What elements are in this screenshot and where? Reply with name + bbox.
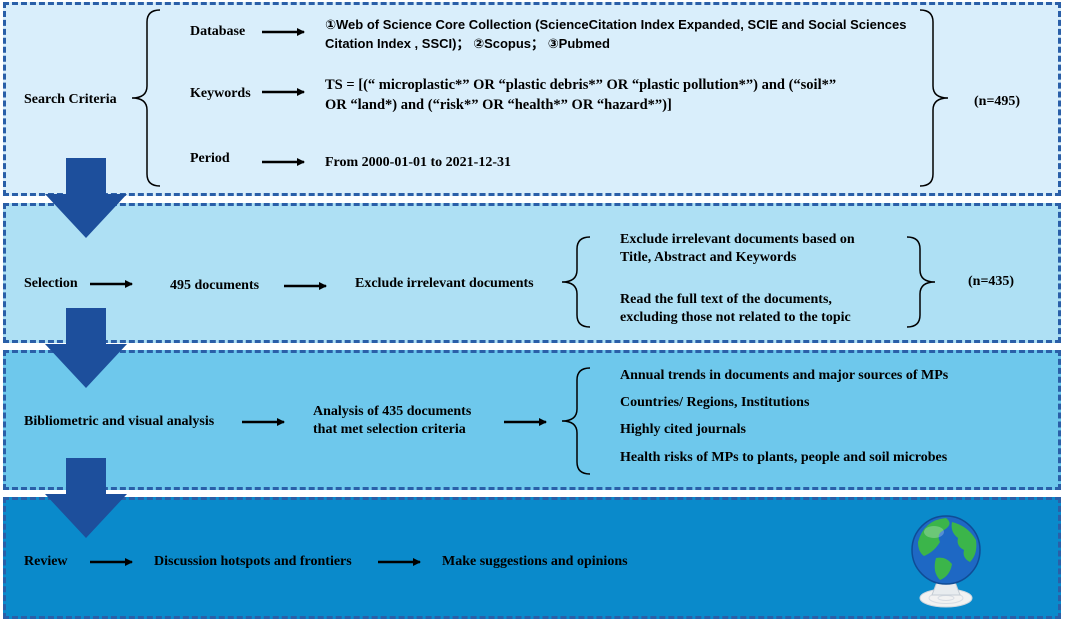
search-count: (n=495) — [974, 94, 1021, 109]
analysis-item: Annual trends in documents and major sou… — [620, 368, 949, 383]
database-line-2: Citation Index , SSCI)； ②Scopus； ③Pubmed — [325, 36, 610, 51]
globe-icon — [911, 515, 981, 608]
selection-count: (n=435) — [968, 274, 1015, 289]
analysis-label: Bibliometric and visual analysis — [24, 414, 215, 429]
keywords-line-1: TS = [(“ microplastic*” OR “plastic debr… — [325, 77, 837, 93]
down-arrow-3 — [45, 458, 127, 538]
criteria-1-line-2: Title, Abstract and Keywords — [620, 250, 797, 265]
keywords-line-2: OR “land*) and (“risk*” OR “health*” OR … — [325, 97, 672, 113]
down-arrow-2 — [45, 308, 127, 388]
criteria-1-line-1: Exclude irrelevant documents based on — [620, 232, 855, 247]
search-criteria-panel — [3, 2, 1061, 196]
criteria-2-line-1: Read the full text of the documents, — [620, 292, 832, 307]
analysis-item: Countries/ Regions, Institutions — [620, 395, 810, 410]
review-step-2: Make suggestions and opinions — [442, 554, 628, 569]
analysis-panel — [3, 350, 1061, 490]
review-step-1: Discussion hotspots and frontiers — [154, 554, 352, 569]
period-value: From 2000-01-01 to 2021-12-31 — [325, 155, 511, 170]
analysis-docs-line-1: Analysis of 435 documents — [313, 404, 472, 419]
keywords-label: Keywords — [190, 86, 251, 101]
analysis-docs-line-2: that met selection criteria — [313, 422, 466, 437]
selection-docs: 495 documents — [170, 278, 260, 293]
database-line-1: ①Web of Science Core Collection (Science… — [325, 17, 907, 32]
selection-exclude: Exclude irrelevant documents — [355, 276, 534, 291]
analysis-item: Highly cited journals — [620, 422, 747, 437]
selection-label: Selection — [24, 276, 78, 291]
review-label: Review — [24, 554, 68, 569]
period-label: Period — [190, 151, 230, 166]
database-label: Database — [190, 24, 246, 39]
selection-panel — [3, 203, 1061, 343]
down-arrow-1 — [45, 158, 127, 238]
criteria-2-line-2: excluding those not related to the topic — [620, 310, 851, 325]
search-criteria-label: Search Criteria — [24, 92, 117, 107]
analysis-item: Health risks of MPs to plants, people an… — [620, 450, 948, 465]
review-panel — [3, 497, 1061, 619]
